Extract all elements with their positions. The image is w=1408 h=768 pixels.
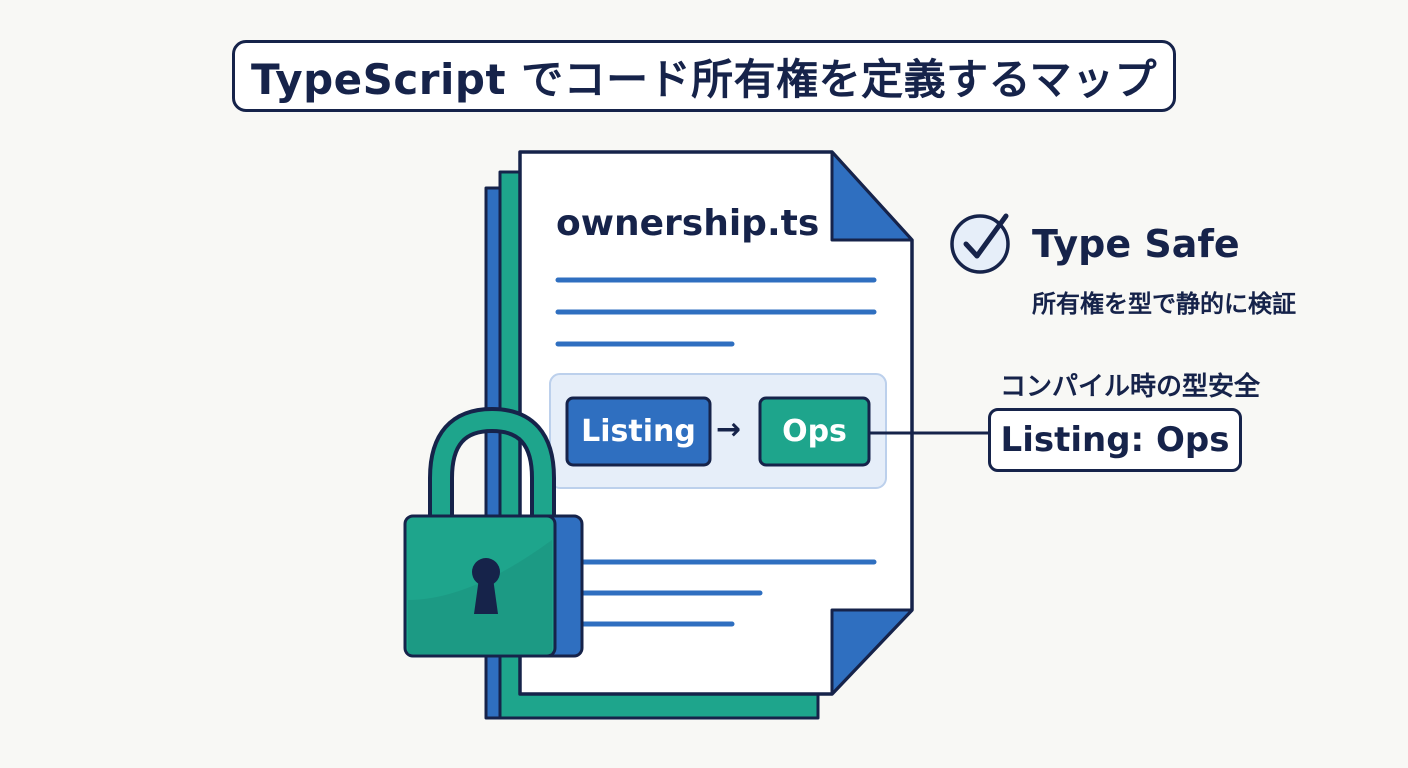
folded-corner-top-icon xyxy=(830,150,914,242)
check-circle-icon xyxy=(950,213,1010,274)
listing-chip-shape xyxy=(565,396,712,467)
folded-corner-bottom-icon xyxy=(830,608,914,696)
document-filename: ownership.ts xyxy=(556,203,820,244)
diagram-title: TypeScript でコード所有権を定義するマップ xyxy=(232,40,1176,112)
compile-label: コンパイル時の型安全 xyxy=(1000,372,1261,402)
mapping-arrow-icon: → xyxy=(716,412,742,447)
padlock-icon xyxy=(403,406,584,658)
type-safe-subtitle: 所有権を型で静的に検証 xyxy=(1032,290,1296,318)
compile-result-box: Listing: Ops xyxy=(988,408,1242,472)
listing-chip-label: Listing xyxy=(581,414,696,449)
type-safe-heading: Type Safe xyxy=(1032,222,1240,266)
ops-chip-label: Ops xyxy=(782,414,847,449)
